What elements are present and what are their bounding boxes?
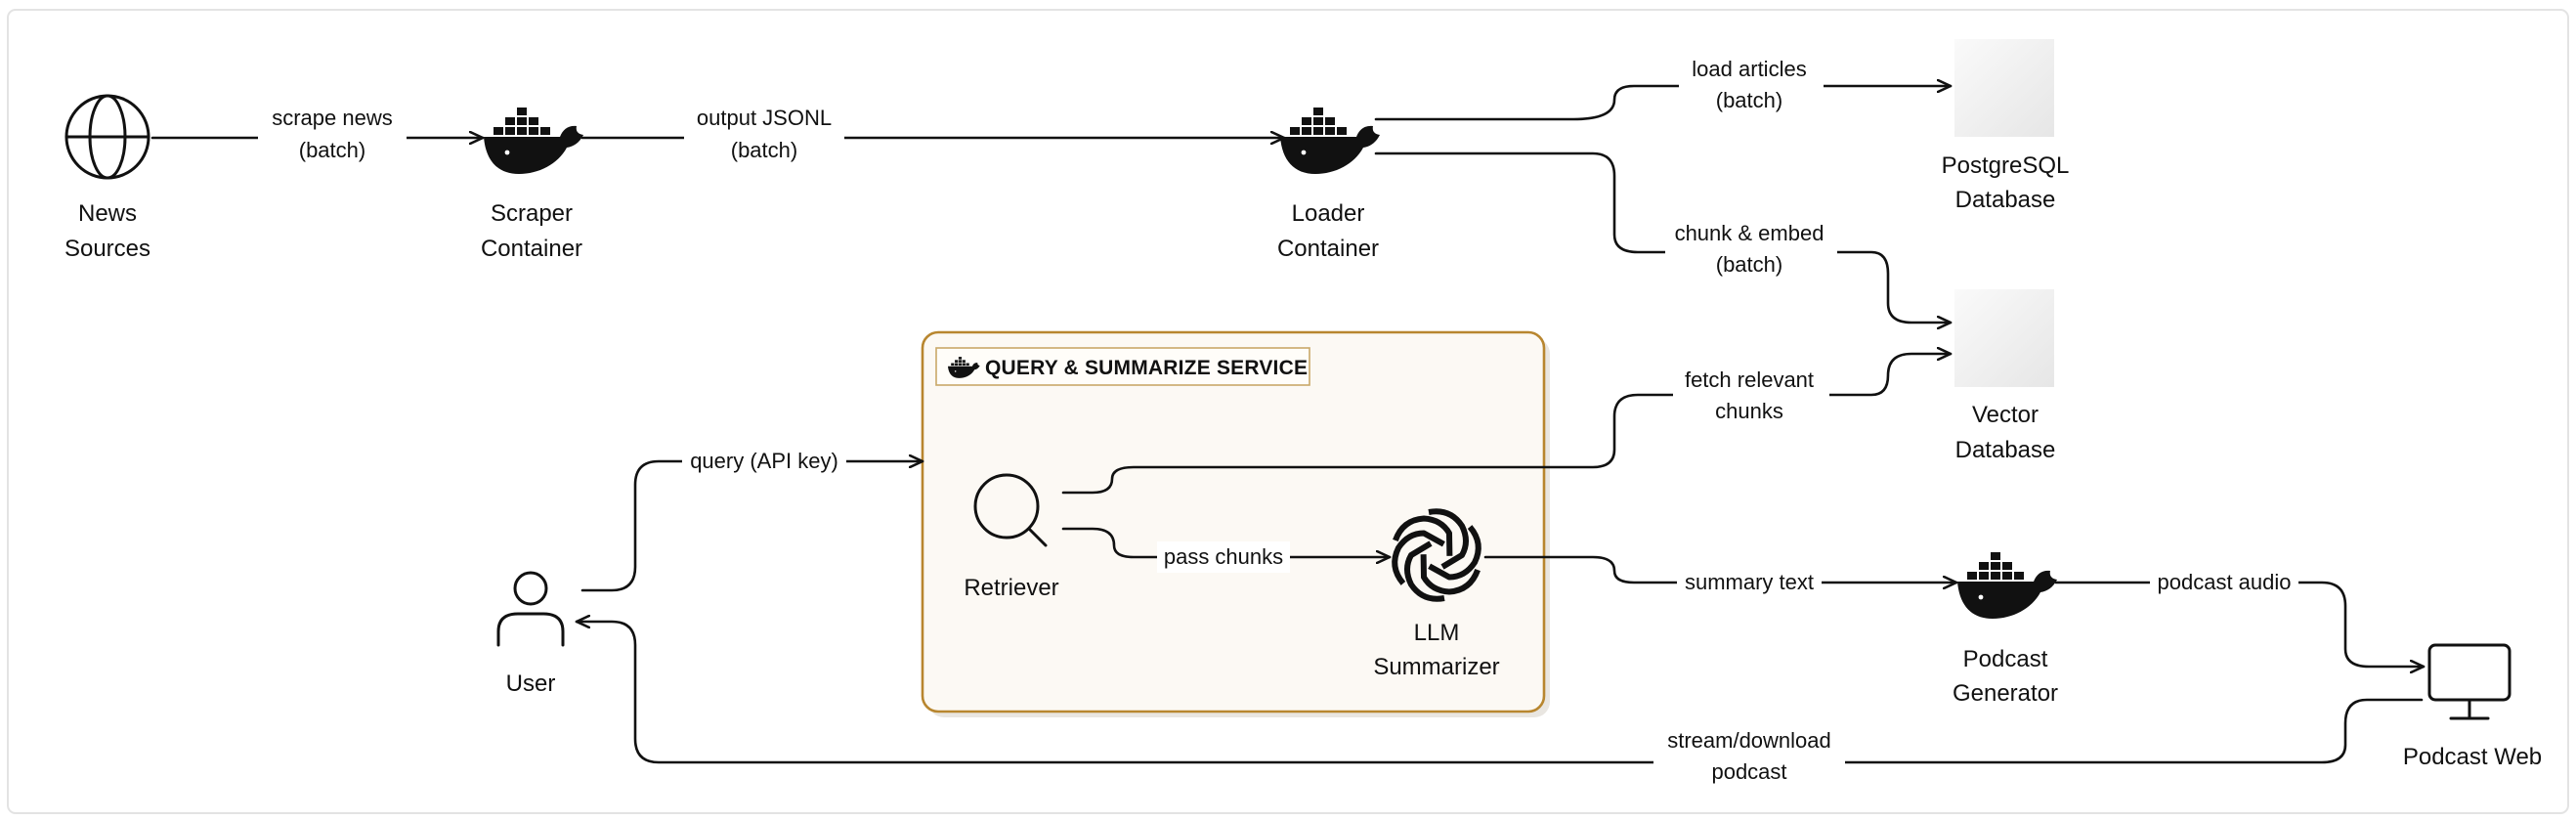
group-title: QUERY & SUMMARIZE SERVICE [985, 357, 1308, 379]
monitor-icon [2427, 643, 2512, 720]
node-scraper-container: Scraper Container [481, 108, 583, 262]
node-label: Retriever [964, 575, 1058, 601]
group-title-box [935, 347, 1310, 386]
openai-knot-icon [1392, 508, 1481, 602]
svg-text:(batch): (batch) [1716, 88, 1782, 112]
edges [150, 86, 2426, 764]
edge-label-scrape-news: scrape news (batch) [258, 100, 407, 168]
node-postgresql-database: PostgreSQL Database [1942, 39, 2070, 213]
node-label: User [506, 670, 556, 697]
node-label: Summarizer [1373, 654, 1499, 680]
node-llm-summarizer: LLM Summarizer [1373, 508, 1500, 680]
node-label: Database [1955, 437, 2056, 463]
edge-podcast-audio [2054, 581, 2426, 667]
node-label: News [78, 200, 137, 227]
node-loader-container: Loader Container [1277, 108, 1380, 262]
svg-text:podcast: podcast [1711, 759, 1786, 784]
node-label: Podcast [1963, 646, 2048, 672]
edge-label-chunk-embed: chunk & embed (batch) [1665, 215, 1837, 281]
svg-text:scrape news: scrape news [272, 106, 393, 130]
node-label: Database [1955, 187, 2056, 213]
edge-load-articles [1374, 86, 1953, 121]
svg-text:load articles: load articles [1692, 57, 1806, 81]
node-label: Container [1277, 236, 1379, 262]
node-label: Loader [1292, 200, 1365, 227]
node-label: Generator [1953, 680, 2058, 707]
svg-text:fetch relevant: fetch relevant [1685, 367, 1814, 392]
globe-icon [64, 94, 150, 180]
node-label: Podcast Web [2403, 744, 2542, 770]
svg-text:(batch): (batch) [731, 138, 797, 162]
node-label: PostgreSQL [1942, 152, 2070, 179]
edge-label-podcast-audio: podcast audio [2150, 567, 2298, 598]
edge-label-pass-chunks: pass chunks [1157, 541, 1290, 573]
node-label: Sources [64, 236, 150, 262]
node-vector-database: Vector Database [1954, 289, 2055, 463]
edge-label-summary-text: summary text [1677, 567, 1822, 598]
node-retriever: Retriever [964, 473, 1059, 601]
edge-label-load-articles: load articles (batch) [1679, 51, 1824, 117]
svg-text:chunk & embed: chunk & embed [1675, 221, 1825, 245]
svg-text:query (API key): query (API key) [690, 449, 838, 473]
svg-text:(batch): (batch) [299, 138, 365, 162]
node-label: Container [481, 236, 582, 262]
edge-stream-download [575, 622, 2424, 764]
edge-label-stream-download: stream/download podcast [1653, 723, 1845, 788]
svg-text:summary text: summary text [1685, 570, 1814, 594]
edge-pass-chunks [1061, 527, 1392, 557]
edge-summary-text [1483, 555, 1958, 583]
svg-text:stream/download: stream/download [1667, 728, 1831, 753]
node-label: Scraper [491, 200, 573, 227]
node-user: User [496, 571, 565, 697]
group-container [921, 330, 1546, 713]
database-placeholder-icon [1954, 39, 2054, 137]
svg-text:pass chunks: pass chunks [1164, 544, 1283, 569]
node-podcast-generator: Podcast Generator [1953, 552, 2058, 707]
node-podcast-web: Podcast Web [2403, 643, 2542, 770]
person-icon [496, 571, 565, 647]
svg-text:podcast audio: podcast audio [2158, 570, 2292, 594]
svg-text:(batch): (batch) [1716, 252, 1782, 277]
svg-text:output JSONL: output JSONL [697, 106, 832, 130]
edge-query [580, 461, 924, 592]
database-placeholder-icon [1954, 289, 2054, 387]
node-label: Vector [1972, 402, 2039, 428]
edge-label-fetch-chunks: fetch relevant chunks [1673, 362, 1829, 428]
magnifier-icon [973, 473, 1048, 547]
query-summarize-service-group: QUERY & SUMMARIZE SERVICE [921, 330, 1550, 717]
edge-fetch-chunks [1061, 354, 1953, 495]
svg-text:chunks: chunks [1715, 399, 1783, 423]
edge-label-output-jsonl: output JSONL (batch) [684, 100, 844, 168]
edge-labels: scrape news (batch) output JSONL (batch)… [258, 51, 2298, 788]
node-news-sources: News Sources [64, 94, 150, 262]
node-label: LLM [1414, 620, 1460, 646]
edge-label-query: query (API key) [682, 446, 846, 477]
